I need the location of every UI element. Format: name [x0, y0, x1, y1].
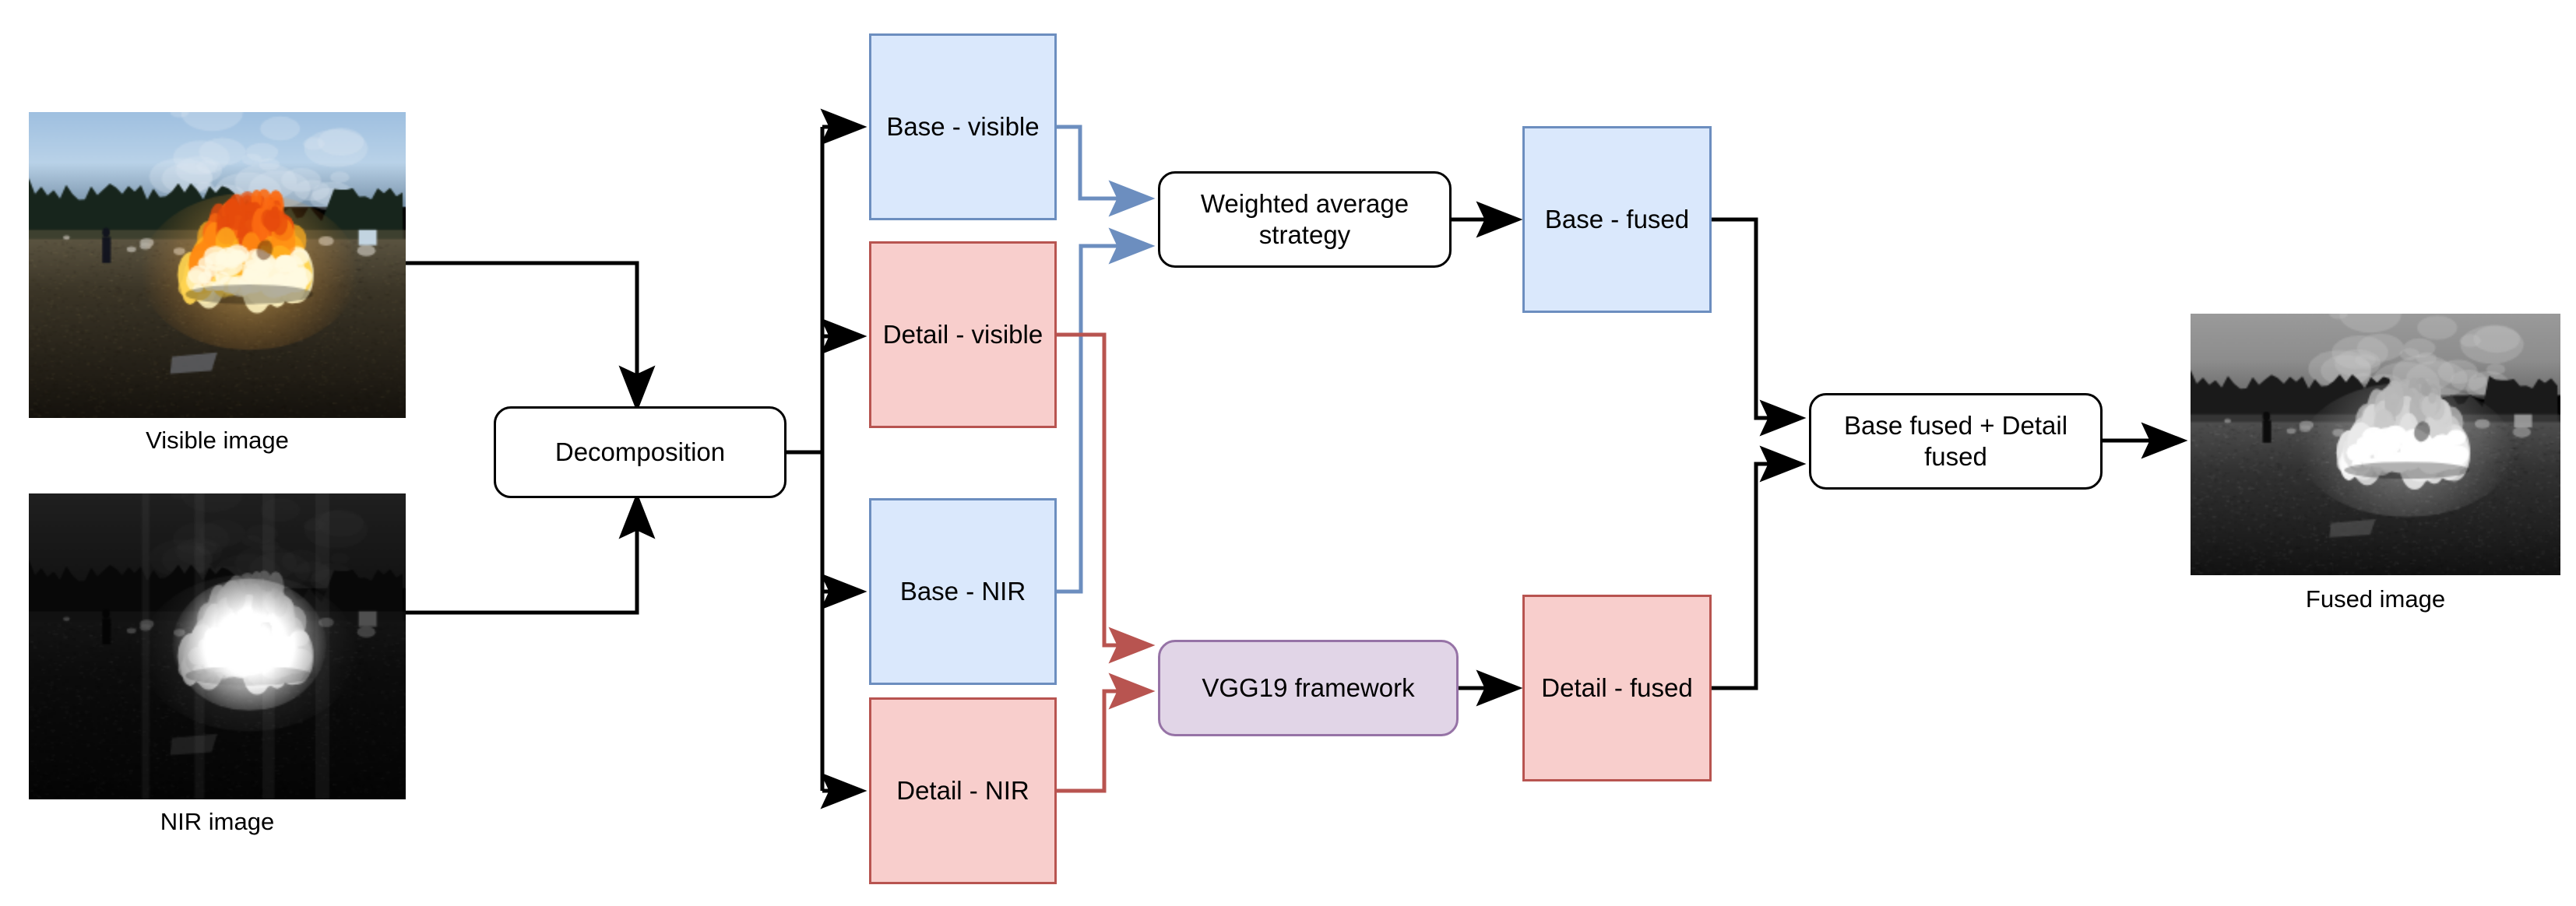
base-visible-node[interactable]: Base - visible	[869, 33, 1057, 220]
vgg19-framework-label: VGG19 framework	[1202, 672, 1415, 702]
detail-fused-label: Detail - fused	[1541, 672, 1693, 702]
edge-base-nir-to-weighted-average	[1057, 227, 1156, 594]
recombine-node[interactable]: Base fused + Detail fused	[1809, 393, 2103, 490]
weighted-average-strategy-label: Weighted average strategy	[1200, 188, 1409, 249]
detail-nir-node[interactable]: Detail - NIR	[869, 697, 1057, 884]
visible-image-caption: Visible image	[146, 427, 289, 454]
base-nir-label: Base - NIR	[899, 576, 1026, 606]
base-nir-node[interactable]: Base - NIR	[869, 498, 1057, 685]
decomposition-label: Decomposition	[554, 437, 726, 466]
base-fused-node[interactable]: Base - fused	[1522, 126, 1712, 313]
edge-detail-nir-to-vgg19	[1057, 672, 1156, 793]
weighted-average-strategy-node[interactable]: Weighted average strategy	[1158, 171, 1452, 268]
edge-base-fused-to-recombine	[1712, 217, 1807, 437]
detail-fused-node[interactable]: Detail - fused	[1522, 595, 1712, 781]
base-visible-label: Base - visible	[886, 111, 1040, 141]
recombine-label: Base fused + Detail fused	[1843, 410, 2068, 471]
decomposition-node[interactable]: Decomposition	[494, 406, 787, 498]
edge-visible-to-decomposition	[406, 261, 656, 413]
fused-image-thumbnail	[2191, 314, 2560, 575]
edge-base-visible-to-weighted-average	[1057, 125, 1156, 217]
visible-image-thumbnail	[29, 112, 406, 418]
nir-image-caption: NIR image	[160, 808, 275, 835]
edge-detail-visible-to-vgg19	[1057, 332, 1156, 664]
nir-image-thumbnail	[29, 493, 406, 799]
detail-visible-label: Detail - visible	[882, 319, 1043, 349]
vgg19-framework-node[interactable]: VGG19 framework	[1158, 640, 1459, 736]
base-fused-label: Base - fused	[1544, 204, 1690, 234]
detail-nir-label: Detail - NIR	[896, 775, 1029, 805]
edge-nir-to-decomposition	[406, 492, 656, 615]
detail-visible-node[interactable]: Detail - visible	[869, 241, 1057, 428]
fused-image-caption: Fused image	[2305, 585, 2446, 613]
edge-detail-fused-to-recombine	[1712, 445, 1807, 690]
